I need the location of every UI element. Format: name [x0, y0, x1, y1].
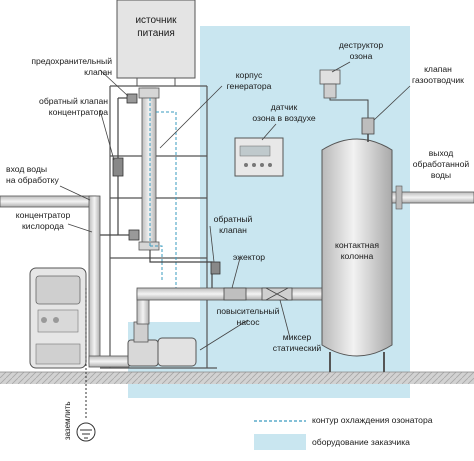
label-static-mixer: миксер статический [272, 332, 322, 353]
legend-cooling-label: контур охлаждения озонатора [312, 415, 433, 425]
label-booster-pump: повысительный насос [216, 306, 280, 327]
label-gas-vent-valve: клапан газоотводчик [412, 64, 464, 85]
leader-lines [59, 61, 411, 351]
oxygen-concentrator [29, 267, 87, 369]
label-ozone-destructor: деструктор озона [338, 40, 384, 61]
label-contact-column: контактная колонна [335, 240, 379, 261]
ozone-destructor [319, 69, 341, 99]
generator-rack [100, 85, 217, 369]
discharge-pipe [136, 287, 324, 325]
legend-customer-swatch [254, 434, 306, 450]
inlet-pipe [0, 195, 130, 368]
label-safety-valve: предохранительный клапан [31, 56, 112, 77]
ground-symbol [76, 288, 96, 442]
generator-body-tube [141, 87, 157, 249]
label-ground: заземлить [63, 401, 72, 440]
label-water-inlet: вход воды на обработку [6, 164, 59, 185]
label-generator-body: корпус генератора [226, 70, 272, 91]
ozone-sensor [234, 137, 284, 177]
check-valve [210, 261, 221, 275]
label-water-outlet: выход обработанной воды [412, 148, 470, 180]
label-power-source: источник питания [135, 15, 177, 39]
label-check-valve: обратный клапан [213, 214, 253, 235]
booster-pump [127, 321, 197, 367]
floor [0, 372, 474, 384]
outlet-pipe [391, 185, 474, 210]
label-ejector: эжектор [232, 252, 266, 262]
label-ozone-sensor: датчик озона в воздухе [252, 102, 316, 123]
safety-valve [126, 93, 138, 104]
label-concentrator-check-valve: обратный клапан концентратора [39, 96, 108, 117]
concentrator-check-valve [112, 157, 124, 177]
label-oxygen-concentrator: концентратор кислорода [15, 210, 71, 231]
power-source-box [116, 0, 196, 79]
legend-customer-label: оборудование заказчика [312, 437, 410, 447]
contact-column [321, 138, 393, 372]
